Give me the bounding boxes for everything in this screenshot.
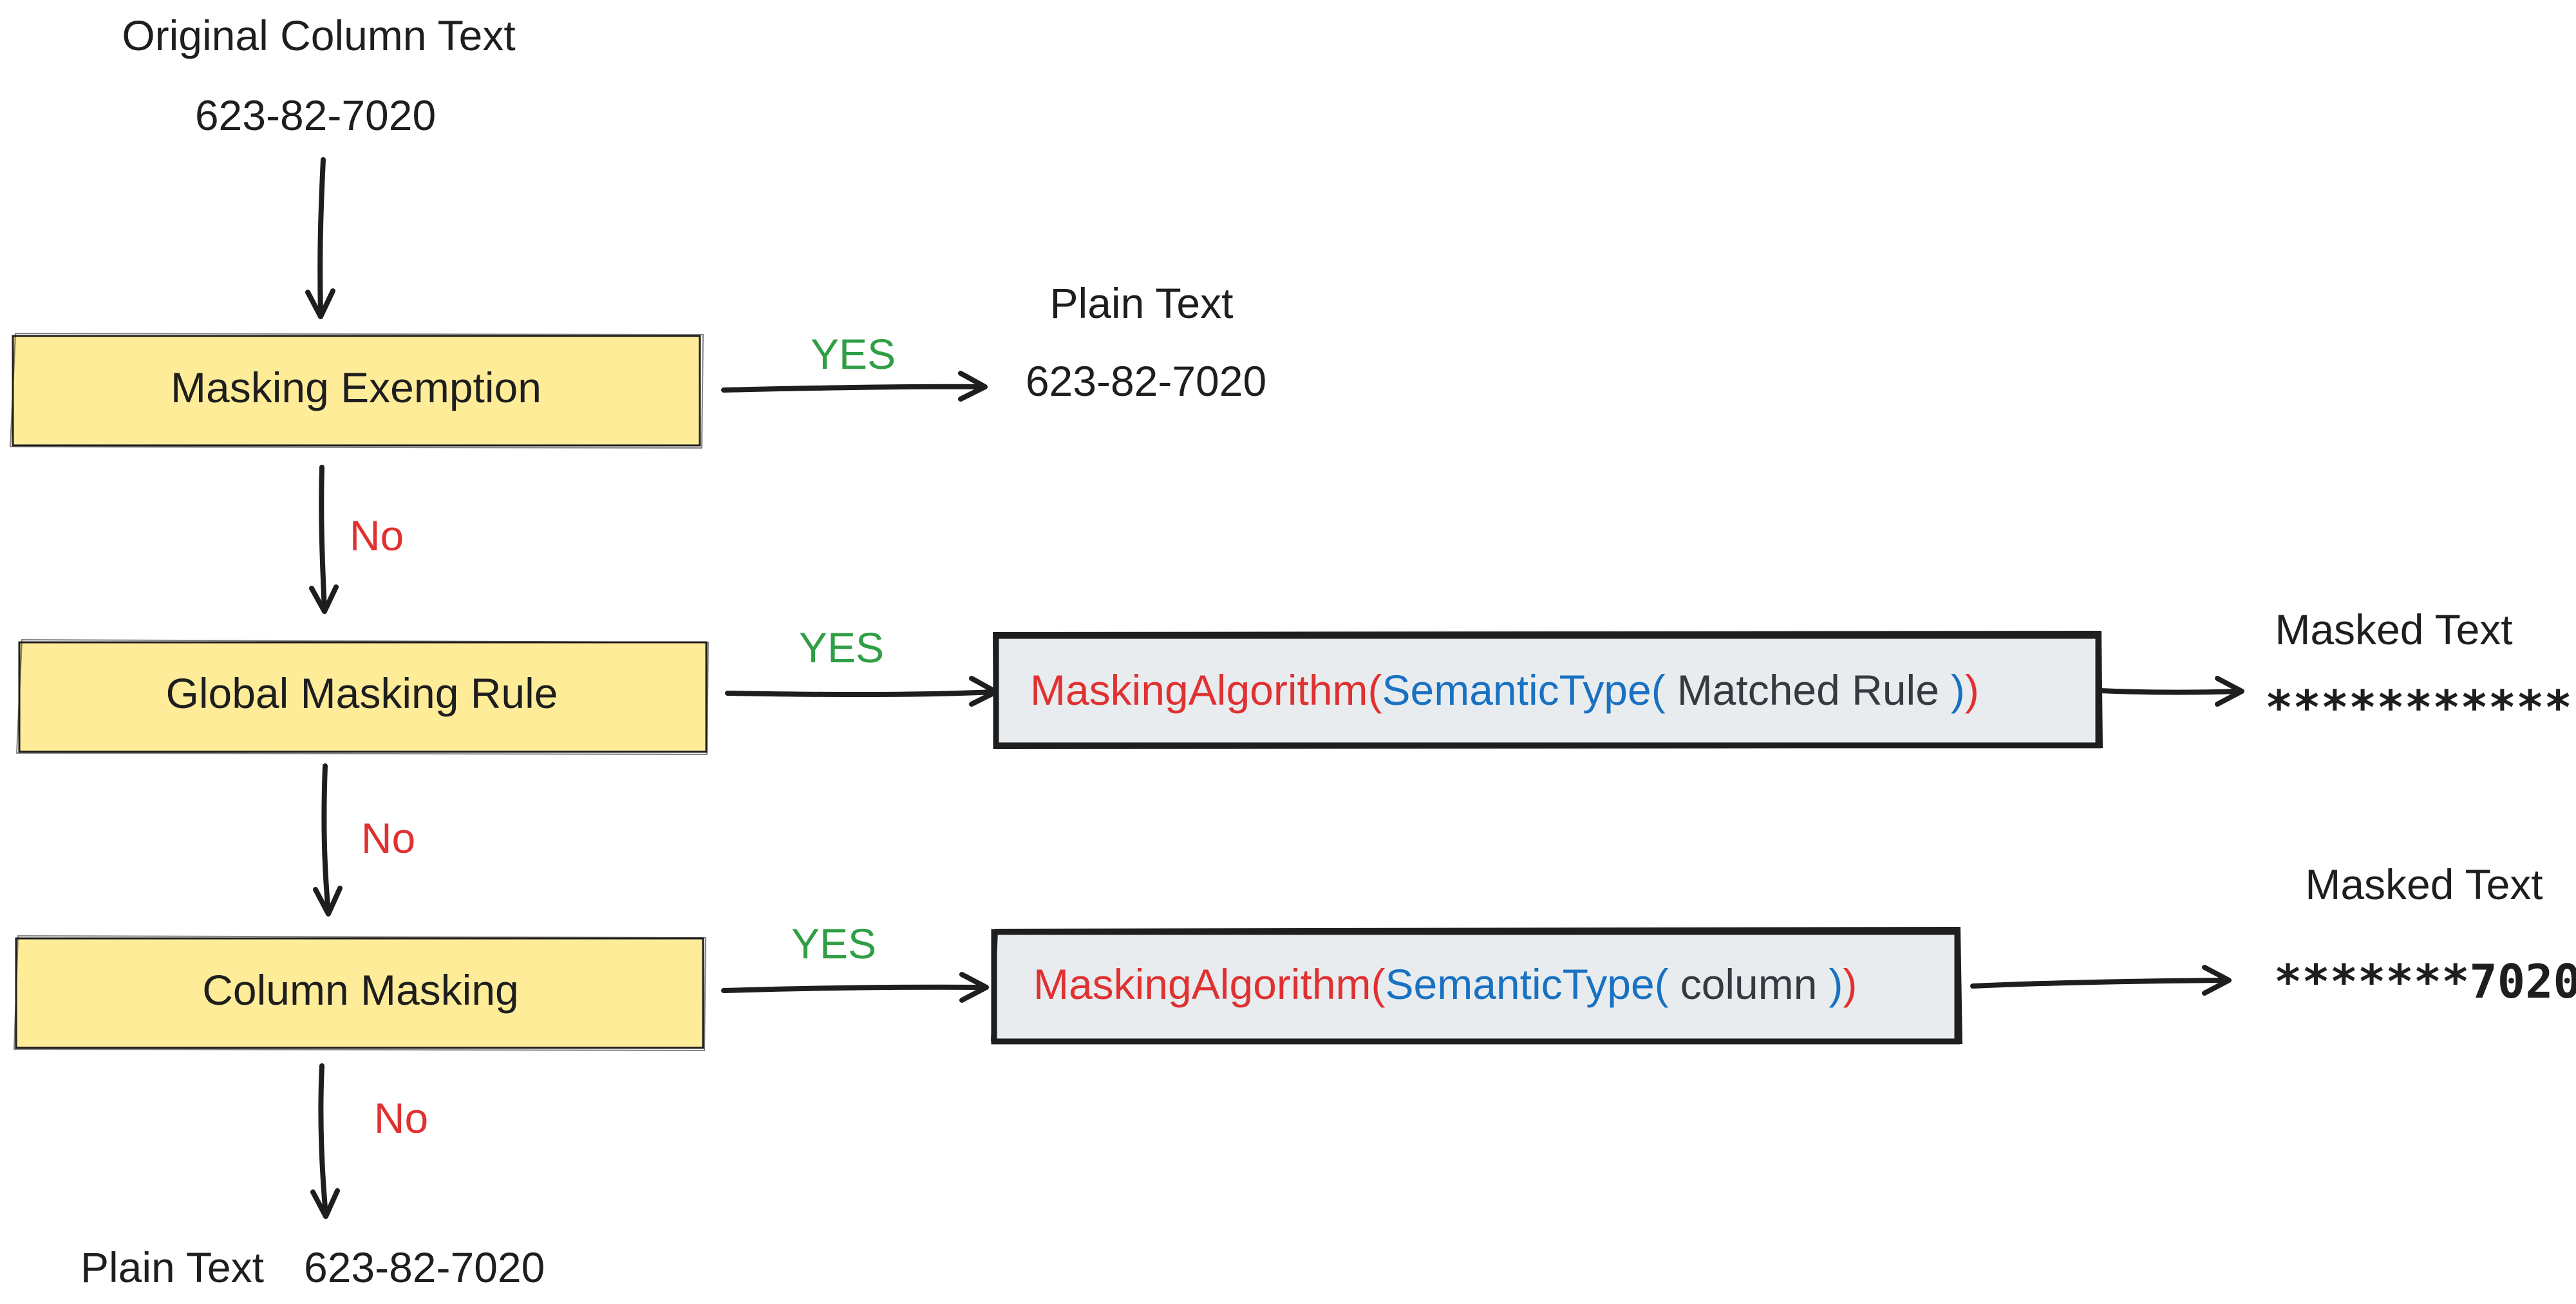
arrow-column-masking-yes <box>721 972 989 1003</box>
semantic-type-close: ) <box>1829 960 1843 1008</box>
step-column-masking: Column Masking <box>13 935 707 1052</box>
masked-text-title: Masked Text <box>2275 606 2512 653</box>
masked-text-title: Masked Text <box>2305 861 2543 908</box>
algorithm-argument: Matched Rule <box>1677 666 1939 714</box>
semantic-type-close: ) <box>1951 666 1965 714</box>
algorithm-close: ) <box>1843 960 1857 1008</box>
arrow-input-to-exemption <box>305 157 335 319</box>
arrow-global-rule-no <box>313 763 343 917</box>
algorithm-function: MaskingAlgorithm( <box>1033 960 1386 1008</box>
step-label: Global Masking Rule <box>166 669 558 717</box>
final-plain-text-value: 623-82-7020 <box>304 1243 545 1291</box>
no-label-column-masking: No <box>374 1094 428 1142</box>
yes-label-column-masking: YES <box>791 920 876 967</box>
step-global-masking-rule: Global Masking Rule <box>15 638 710 756</box>
plain-text-value: 623-82-7020 <box>1026 357 1266 405</box>
algorithm-box-global-rule: MaskingAlgorithm(SemanticType(Matched Ru… <box>992 630 2103 750</box>
arrow-global-rule-yes <box>725 676 999 707</box>
yes-label-global-rule: YES <box>799 624 884 671</box>
original-column-text-title: Original Column Text <box>122 12 515 59</box>
algorithm-box-column: MaskingAlgorithm(SemanticType(column)) <box>990 926 1963 1045</box>
arrow-column-to-masked <box>1970 965 2232 996</box>
step-label: Masking Exemption <box>171 364 541 411</box>
yes-label-exemption: YES <box>811 330 896 378</box>
final-plain-text-title: Plain Text <box>80 1243 264 1291</box>
no-label-global-rule: No <box>361 814 415 862</box>
step-masking-exemption: Masking Exemption <box>9 332 704 449</box>
arrow-column-masking-no <box>310 1063 340 1219</box>
original-column-value: 623-82-7020 <box>195 91 436 139</box>
plain-text-title: Plain Text <box>1050 279 1234 327</box>
semantic-type-function: SemanticType( <box>1382 666 1666 714</box>
algorithm-function: MaskingAlgorithm( <box>1030 666 1382 714</box>
arrow-exemption-no <box>309 465 339 614</box>
masked-text-value: *********** <box>2265 680 2572 734</box>
step-label: Column Masking <box>202 966 519 1014</box>
arrow-global-rule-to-masked <box>2098 676 2244 707</box>
semantic-type-function: SemanticType( <box>1386 960 1669 1008</box>
algorithm-expression: MaskingAlgorithm(SemanticType(column)) <box>1033 960 1857 1008</box>
algorithm-close: ) <box>1965 666 1979 714</box>
algorithm-expression: MaskingAlgorithm(SemanticType(Matched Ru… <box>1030 666 1979 714</box>
algorithm-argument: column <box>1680 960 1818 1008</box>
no-label-exemption: No <box>350 512 404 559</box>
arrow-exemption-yes <box>721 371 988 402</box>
masked-text-value: *******7020 <box>2274 955 2576 1009</box>
